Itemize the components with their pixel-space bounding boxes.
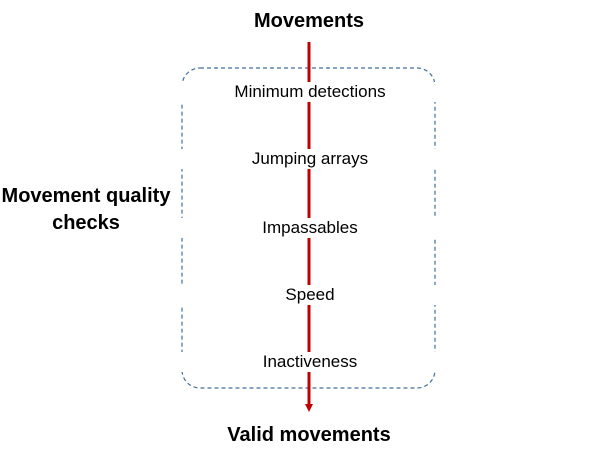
step-speed: Speed — [160, 285, 460, 305]
step-inactiveness: Inactiveness — [160, 352, 460, 372]
end-node-valid-movements: Valid movements — [227, 424, 391, 446]
start-node-movements: Movements — [253, 10, 365, 32]
group-label-movement-quality-checks: Movement quality checks — [1, 185, 171, 234]
step-jumping-arrays: Jumping arrays — [160, 149, 460, 169]
step-minimum-detections: Minimum detections — [160, 82, 460, 102]
step-impassables: Impassables — [160, 218, 460, 238]
